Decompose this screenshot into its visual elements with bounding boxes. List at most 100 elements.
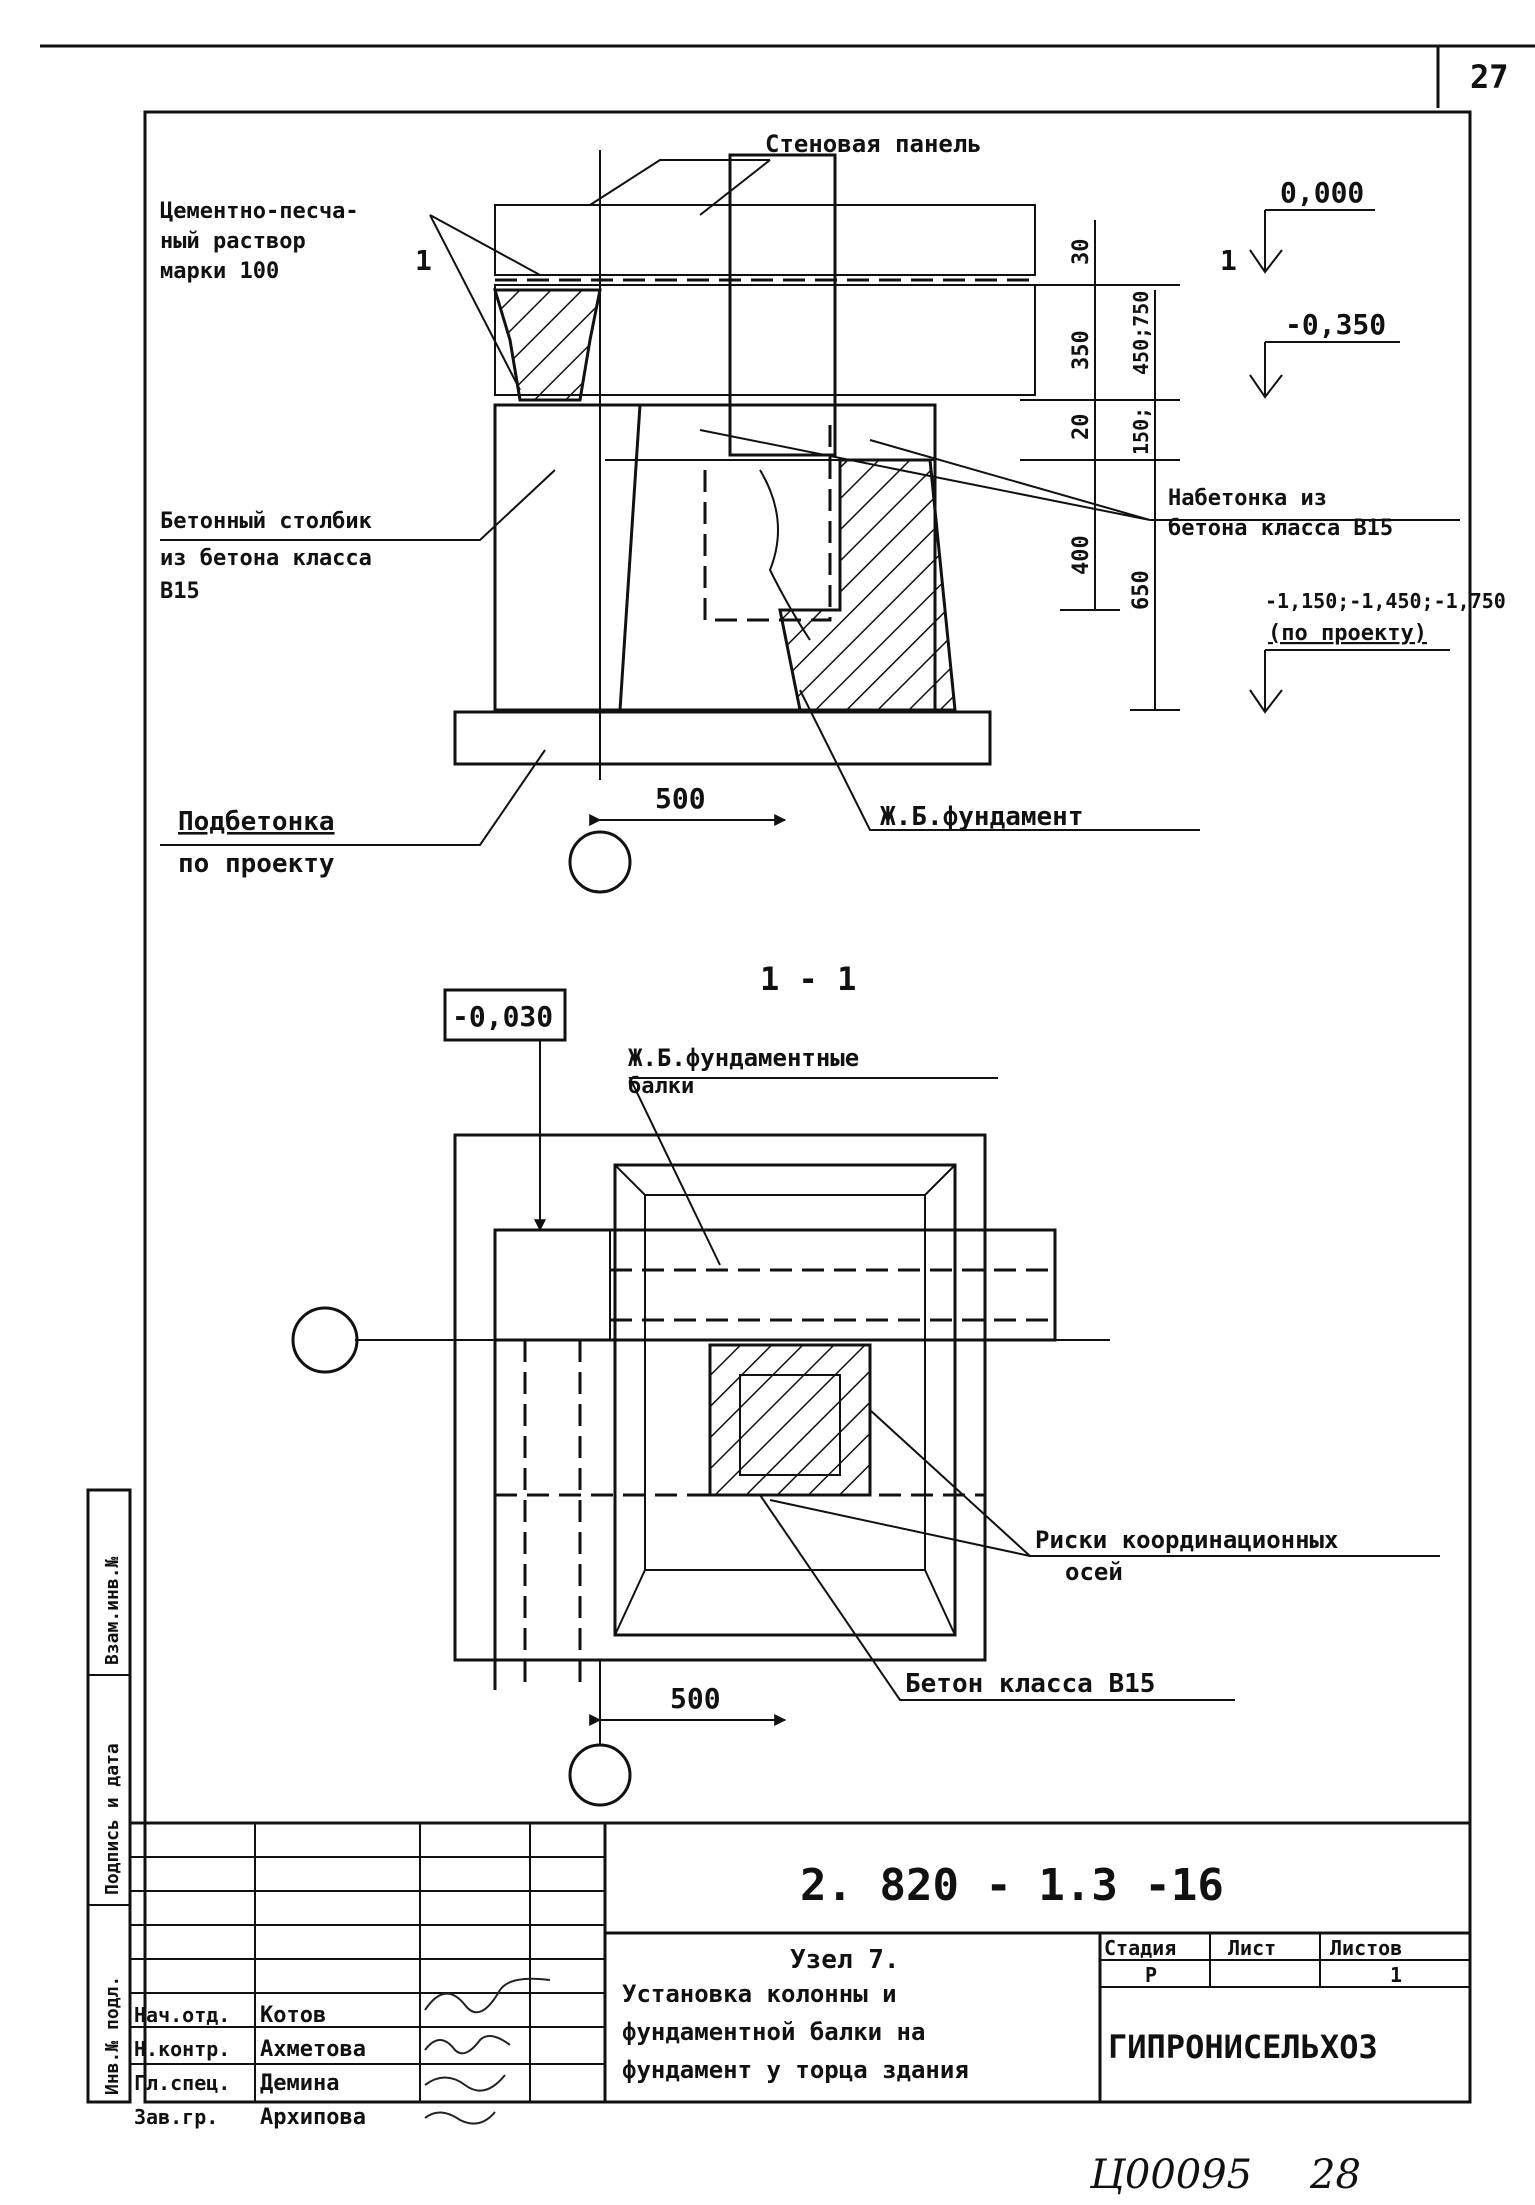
underlay-slab — [453, 710, 992, 766]
header-stage: Стадия — [1104, 1936, 1176, 1960]
sig-role-3: Гл.спец. — [134, 2071, 230, 2095]
section-mark: 1 - 1 — [760, 960, 856, 998]
title-block: 2. 820 - 1.3 -16 Узел 7. Установка колон… — [130, 1821, 1470, 2130]
cut-mark-left: 1 — [415, 244, 432, 277]
column — [728, 153, 837, 457]
handwritten-signatures — [424, 1977, 551, 2125]
beam-hidden — [610, 1268, 1055, 1322]
sig-role-2: Н.контр. — [134, 2037, 230, 2061]
sig-role-4: Зав.гр. — [134, 2105, 218, 2129]
label-concrete-b15: Бетон класса В15 — [905, 1669, 1155, 1699]
label-post-3: В15 — [160, 579, 200, 604]
post-outline — [453, 1133, 987, 1662]
page-number: 27 — [1470, 58, 1509, 96]
label-underlay-1: Подбетонка — [178, 807, 335, 837]
dim-20: 20 — [1069, 414, 1094, 441]
label-post-1: Бетонный столбик — [160, 509, 372, 534]
organization: ГИПРОНИСЕЛЬХОЗ — [1108, 2028, 1378, 2066]
leader-foundation — [799, 689, 1200, 831]
label-rc-beams-1: Ж.Б.фундаментные — [628, 1044, 859, 1072]
label-underlay-2: по проекту — [178, 849, 335, 879]
elev-bottom-arrow — [1249, 650, 1283, 714]
dim-30: 30 — [1069, 239, 1094, 266]
tb-rows — [130, 1856, 605, 2065]
column-plan-core — [739, 1374, 841, 1476]
sig-name-1: Котов — [260, 2003, 326, 2028]
leader-mortar — [429, 214, 541, 391]
dim-650: 650 — [1129, 570, 1154, 610]
side-stamp: Взам.инв.№ Подпись и дата Инв.№ подл. — [86, 1488, 132, 2104]
leader-post — [160, 469, 556, 541]
elev-0: 0,000 — [1280, 176, 1364, 209]
section-view: 30 350 20 400 650 450;750 150; 0,000 -0,… — [160, 130, 1506, 894]
label-top-concrete-1: Набетонка из — [1168, 486, 1327, 511]
elev-by-project: (по проекту) — [1268, 621, 1427, 646]
label-rc-beams-2: балки — [628, 1074, 694, 1099]
title-line-3: фундаментной балки на — [622, 2018, 925, 2046]
leader-top-concrete — [699, 429, 1460, 521]
side-stamp-inv: Инв.№ подл. — [102, 1976, 123, 2095]
sig-role-1: Нач.отд. — [134, 2003, 230, 2027]
dim-150: 150; — [1129, 407, 1153, 455]
plan-elevation: -0,030 — [452, 1000, 553, 1033]
footer-code: Ц00095 — [1089, 2152, 1252, 2198]
label-mortar-1: Цементно-песча- — [160, 199, 359, 224]
value-sheets: 1 — [1390, 1963, 1402, 1987]
plan-elev-box — [443, 988, 567, 1042]
dim-500-bottom: 500 — [670, 1682, 721, 1715]
column-hidden-plan — [523, 1340, 582, 1685]
dim-500-top: 500 — [655, 782, 706, 815]
title-line-2: Установка колонны и — [622, 1980, 897, 2008]
label-mortar-3: марки 100 — [160, 259, 279, 284]
elev-0-arrow — [1249, 210, 1283, 274]
glass-wall-left — [618, 404, 642, 711]
label-post-2: из бетона класса — [160, 546, 372, 571]
axis-bubble-left — [291, 1306, 359, 1374]
label-wall-panel: Стеновая панель — [765, 130, 982, 158]
leader-concrete-b15 — [759, 1494, 1235, 1701]
header-sheet: Лист — [1228, 1936, 1276, 1960]
cut-mark-right: 1 — [1220, 244, 1237, 277]
title-line-1: Узел 7. — [790, 1945, 900, 1975]
leader-wall-panel — [589, 159, 771, 216]
header-sheets: Листов — [1330, 1936, 1402, 1960]
label-rc-foundation: Ж.Б.фундамент — [880, 802, 1084, 832]
side-stamp-replace: Взам.инв.№ — [102, 1556, 123, 1665]
wall-panel-upper — [494, 204, 1036, 276]
label-mortar-2: ный раствор — [160, 229, 306, 254]
glass-chamfers — [614, 1164, 956, 1636]
footer-number: 28 — [1309, 2152, 1361, 2198]
drawing-frame — [143, 110, 1472, 2104]
side-stamp-sign: Подпись и дата — [102, 1743, 123, 1895]
doc-code: 2. 820 - 1.3 -16 — [800, 1860, 1224, 1911]
glass-outer — [613, 1163, 957, 1637]
axis-bubble-top — [568, 830, 632, 894]
foundation-beam — [493, 1228, 1057, 1342]
elev-bottom: -1,150;-1,450;-1,750 — [1265, 589, 1506, 613]
beam-section-hatched — [492, 288, 602, 402]
title-line-4: фундамент у торца здания — [622, 2056, 969, 2084]
elev-minus-350: -0,350 — [1285, 308, 1386, 341]
value-stage: Р — [1145, 1963, 1157, 1987]
glass-inner — [644, 1195, 926, 1570]
sig-name-3: Демина — [260, 2071, 339, 2096]
column-plan-hatched — [708, 1343, 872, 1497]
leader-underlay — [160, 749, 546, 846]
dim-350: 350 — [1069, 330, 1094, 370]
dim-450-750: 450;750 — [1129, 291, 1153, 375]
sig-name-2: Ахметова — [260, 2037, 366, 2062]
sig-name-4: Архипова — [260, 2105, 366, 2130]
foundation-hatched — [778, 458, 957, 712]
side-stamp-frame — [86, 1488, 132, 2104]
axis-bubble-bottom — [568, 1743, 632, 1807]
break-line — [759, 469, 811, 641]
label-top-concrete-2: бетона класса В15 — [1168, 516, 1393, 541]
plan-view: -0,030 500 Ж.Б.фундаментные балки Риски … — [291, 988, 1440, 1807]
label-axis-marks-2: осей — [1065, 1558, 1123, 1586]
column-hidden-outline — [703, 420, 832, 622]
leader-axis-marks — [769, 1409, 1440, 1557]
leader-rc-beams — [628, 1077, 998, 1266]
dim-400: 400 — [1069, 535, 1094, 575]
label-axis-marks-1: Риски координационных — [1035, 1526, 1338, 1554]
